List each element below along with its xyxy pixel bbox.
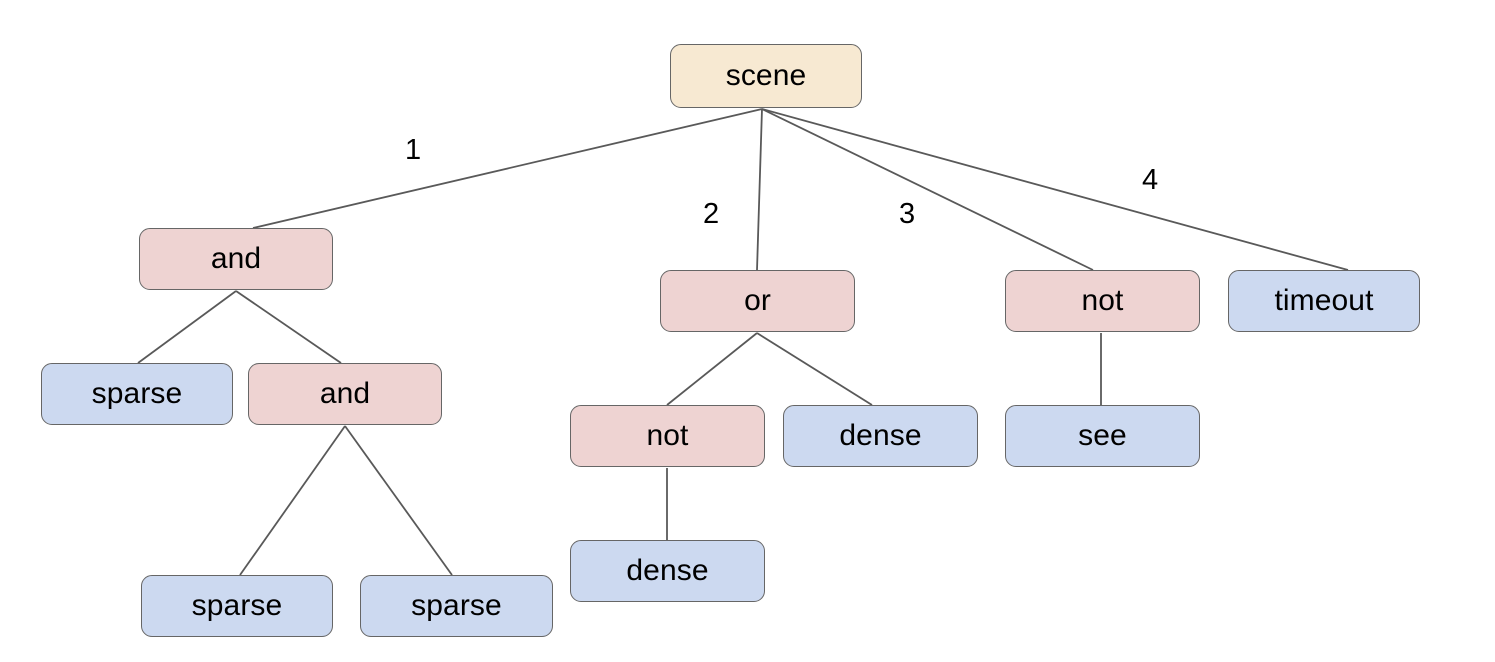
node-label: sparse [191, 589, 283, 622]
node-and1[interactable]: and [139, 228, 333, 290]
node-label: dense [626, 554, 709, 587]
node-not2[interactable]: not [570, 405, 765, 467]
edge-or1-to-not2 [666, 332, 758, 406]
node-and2[interactable]: and [248, 363, 442, 425]
edge-and1-to-and2 [235, 290, 342, 364]
edge-label-1: 1 [405, 134, 422, 166]
node-dense2[interactable]: dense [570, 540, 765, 602]
node-label: and [319, 377, 371, 410]
node-see[interactable]: see [1005, 405, 1200, 467]
node-scene[interactable]: scene [670, 44, 862, 108]
node-sparse3[interactable]: sparse [360, 575, 553, 637]
node-label: not [646, 419, 689, 452]
edge-and1-to-sparse1 [137, 290, 237, 364]
node-timeout[interactable]: timeout [1228, 270, 1420, 332]
edge-label-4: 4 [1142, 164, 1159, 196]
edge-label-2: 2 [703, 198, 720, 230]
node-sparse1[interactable]: sparse [41, 363, 233, 425]
node-label: timeout [1274, 284, 1374, 317]
node-sparse2[interactable]: sparse [141, 575, 333, 637]
node-label: sparse [411, 589, 502, 622]
node-or1[interactable]: or [660, 270, 855, 332]
node-label: not [1081, 284, 1124, 317]
edge-and2-to-sparse2 [239, 425, 346, 576]
node-not1[interactable]: not [1005, 270, 1200, 332]
edge-label-3: 3 [899, 198, 916, 230]
node-dense1[interactable]: dense [783, 405, 978, 467]
edge-scene-to-and1 [252, 108, 763, 229]
edge-and2-to-sparse3 [344, 425, 453, 576]
node-label: see [1078, 419, 1127, 452]
node-label: scene [725, 59, 807, 92]
node-label: or [744, 284, 771, 317]
edge-scene-to-timeout [761, 108, 1349, 271]
edge-scene-to-not1 [761, 108, 1094, 271]
edge-scene-to-or1 [756, 108, 763, 271]
edge-or1-to-dense1 [756, 332, 873, 406]
node-label: and [210, 242, 262, 275]
node-label: sparse [91, 377, 183, 410]
node-label: dense [839, 419, 922, 452]
